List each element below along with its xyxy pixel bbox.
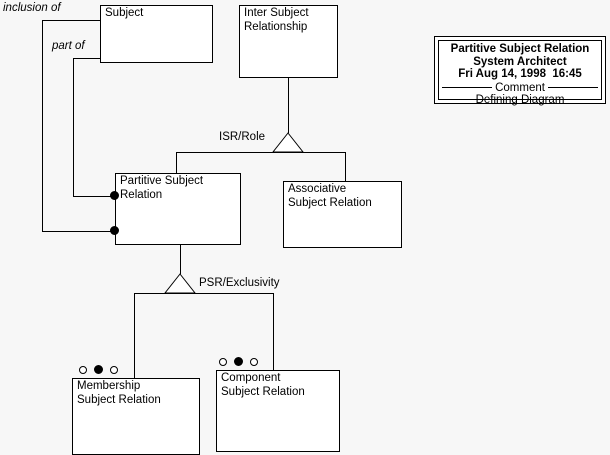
node-subject[interactable]: Subject <box>100 5 213 63</box>
title-block-inner: Partitive Subject Relation System Archit… <box>438 40 602 106</box>
edge-inclusion-of-segment-vertical <box>42 20 43 232</box>
discriminator-marker-membership-left <box>79 366 87 374</box>
node-membership-subject-relation-label: Membership Subject Relation <box>77 380 161 406</box>
node-partitive-subject-relation[interactable]: Partitive Subject Relation <box>115 173 241 245</box>
title-block-separator: Comment <box>439 82 601 95</box>
separator-rule-right <box>547 87 599 89</box>
edge-psr-branch-right <box>273 293 274 370</box>
edge-part-of-segment-top <box>73 58 101 59</box>
title-block-timestamp: Fri Aug 14, 1998 16:45 <box>458 68 582 80</box>
title-block-separator-label: Comment <box>495 81 545 94</box>
title-block-title: Partitive Subject Relation <box>450 43 590 55</box>
node-inter-subject-relationship-label: Inter Subject Relationship <box>244 7 309 33</box>
edge-psr-stem-upper <box>180 245 181 274</box>
edge-isr-branch-right <box>345 152 346 181</box>
edge-isr-crossbar <box>176 152 346 153</box>
node-component-subject-relation[interactable]: Component Subject Relation <box>216 370 340 452</box>
discriminator-marker-component-center <box>234 357 243 366</box>
edge-label-psr-exclusivity: PSR/Exclusivity <box>199 277 280 289</box>
edge-isr-stem-upper <box>288 78 289 133</box>
title-block-tool: System Architect <box>473 55 567 68</box>
discriminator-marker-component-right <box>250 358 258 366</box>
node-associative-subject-relation[interactable]: Associative Subject Relation <box>283 181 402 248</box>
aggregation-marker-inclusion-of <box>110 226 119 235</box>
node-associative-subject-relation-label: Associative Subject Relation <box>288 183 372 209</box>
edge-inclusion-of-segment-bottom <box>42 231 115 232</box>
aggregation-marker-part-of <box>110 191 119 200</box>
separator-rule-left <box>442 87 493 89</box>
discriminator-marker-membership-center <box>94 365 103 374</box>
edge-part-of-segment-bottom <box>73 196 115 197</box>
edge-psr-crossbar <box>134 293 274 294</box>
node-subject-label: Subject <box>105 7 144 19</box>
title-block-comment: Defining Diagram <box>475 94 565 106</box>
discriminator-marker-membership-right <box>110 366 118 374</box>
node-membership-subject-relation[interactable]: Membership Subject Relation <box>72 378 200 455</box>
discriminator-marker-component-left <box>219 358 227 366</box>
edge-label-inclusion-of: inclusion of <box>3 2 61 14</box>
edge-psr-branch-left <box>134 293 135 378</box>
node-inter-subject-relationship[interactable]: Inter Subject Relationship <box>239 5 338 78</box>
title-block: Partitive Subject Relation System Archit… <box>434 36 606 106</box>
edge-label-isr-role: ISR/Role <box>219 131 266 143</box>
edge-isr-branch-left <box>176 152 177 173</box>
edge-part-of-segment-vertical <box>73 58 74 197</box>
edge-inclusion-of-segment-top <box>42 20 101 21</box>
edge-label-part-of: part of <box>52 40 85 52</box>
node-partitive-subject-relation-label: Partitive Subject Relation <box>120 175 204 201</box>
node-component-subject-relation-label: Component Subject Relation <box>221 372 305 398</box>
